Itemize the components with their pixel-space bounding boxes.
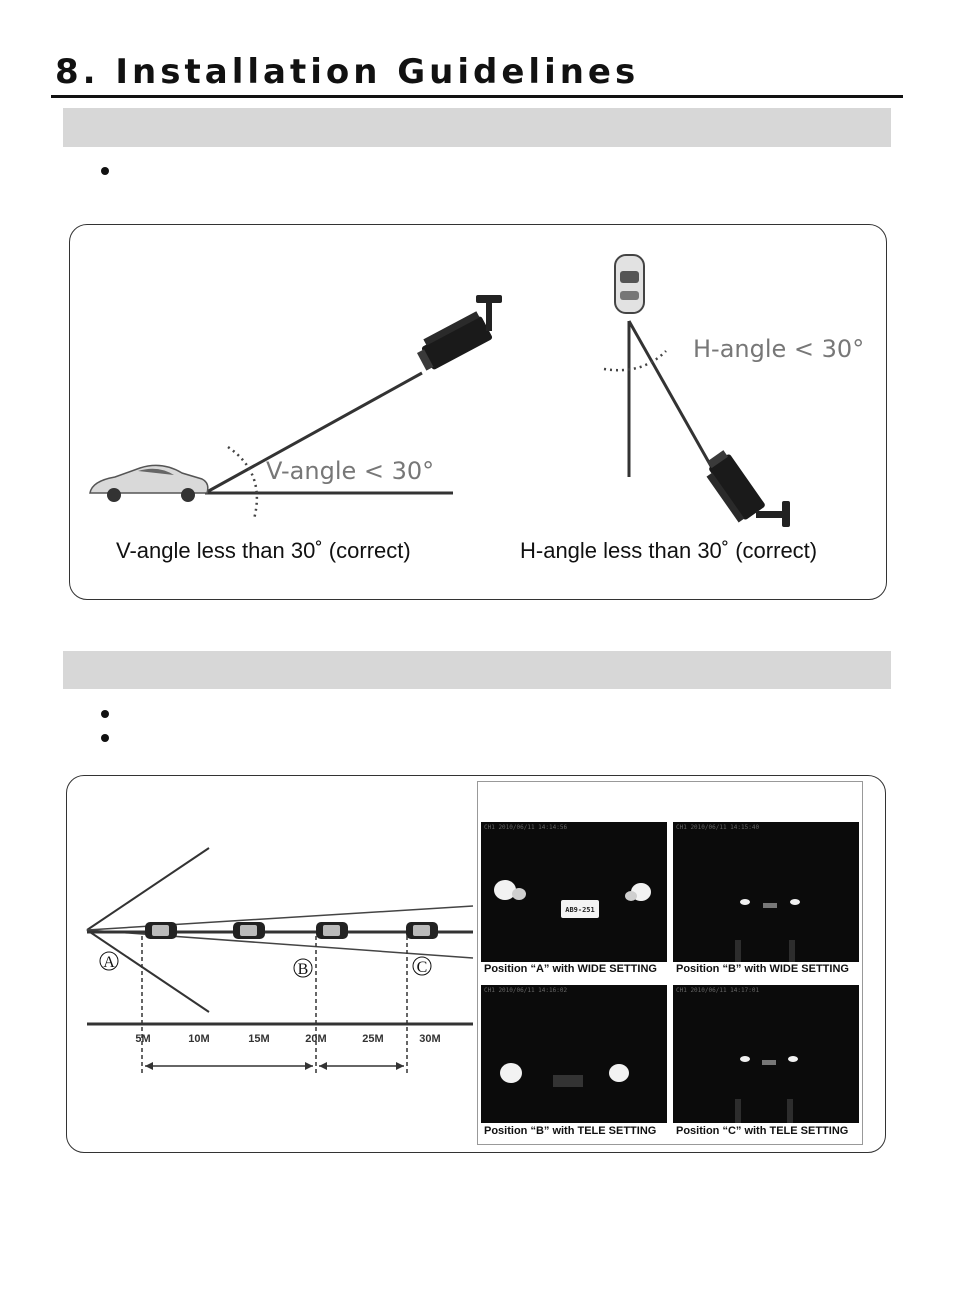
distance-mark: 10M (188, 1033, 209, 1045)
photo-caption: Position “C” with TELE SETTING (676, 1125, 849, 1137)
camera-mount-icon (756, 501, 790, 527)
photo-caption: Position “A” with WIDE SETTING (484, 963, 657, 975)
photo-timestamp: CH1 2010/06/11 14:16:02 (484, 987, 568, 994)
wide-fov-line (86, 847, 210, 931)
camera-icon (416, 311, 493, 371)
angle-diagram: V-angle < 30° H-angle < 30° (89, 254, 864, 527)
h-angle-caption: H-angle less than 30˚ (correct) (520, 538, 818, 563)
distance-mark: 15M (248, 1033, 269, 1045)
section-header-distance (63, 651, 891, 689)
title-rule (51, 95, 903, 98)
v-sight-line (204, 371, 423, 495)
distance-mark: 25M (362, 1033, 383, 1045)
license-plate: AB9-251 (565, 906, 595, 914)
v-angle-arc (227, 445, 259, 520)
range-arrow (319, 1062, 404, 1070)
position-marker-a: A (103, 954, 115, 971)
car-icon (406, 922, 438, 939)
photo-timestamp: CH1 2010/06/11 14:17:01 (676, 987, 760, 994)
distance-diagram-panel: A B C 5M 10M 15M 20M 25M 30M CH1 (66, 775, 886, 1153)
sample-photo-b-tele: CH1 2010/06/11 14:16:02 (481, 985, 667, 1123)
sample-photo-c-tele: CH1 2010/06/11 14:17:01 (673, 985, 859, 1123)
bullet-point (101, 167, 109, 175)
page-title: 8. Installation Guidelines (55, 52, 640, 92)
section-header-angle (63, 108, 891, 147)
angle-diagram-panel: V-angle < 30° H-angle < 30° (69, 224, 887, 600)
car-icon (316, 922, 348, 939)
range-arrow (145, 1062, 313, 1070)
car-icon (145, 922, 177, 939)
wide-fov-line (86, 929, 210, 1013)
v-angle-caption: V-angle less than 30˚ (correct) (116, 538, 411, 563)
bullet-point (101, 710, 109, 718)
sample-photo-grid: CH1 2010/06/11 14:14:56 AB9-251 Position… (477, 781, 863, 1145)
distance-mark: 5M (135, 1033, 150, 1045)
distance-mark: 30M (419, 1033, 440, 1045)
photo-timestamp: CH1 2010/06/11 14:15:40 (676, 824, 760, 831)
car-icon (233, 922, 265, 939)
photo-caption: Position “B” with WIDE SETTING (676, 963, 849, 975)
sample-photo-b-wide: CH1 2010/06/11 14:15:40 (673, 822, 859, 962)
camera-icon (706, 450, 765, 523)
car-top-icon (614, 254, 645, 314)
photo-timestamp: CH1 2010/06/11 14:14:56 (484, 824, 568, 831)
v-angle-label: V-angle < 30° (266, 457, 434, 485)
h-angle-arc (603, 350, 667, 372)
car-side-icon (89, 464, 209, 502)
h-sight-line (627, 320, 718, 476)
photo-caption: Position “B” with TELE SETTING (484, 1125, 657, 1137)
camera-mount-icon (476, 295, 502, 331)
sample-photo-a-wide: CH1 2010/06/11 14:14:56 AB9-251 (481, 822, 667, 962)
distance-mark: 20M (305, 1033, 326, 1045)
position-marker-c: C (417, 959, 428, 976)
h-angle-label: H-angle < 30° (693, 335, 864, 363)
distance-diagram: A B C 5M 10M 15M 20M 25M 30M (86, 847, 474, 1074)
position-marker-b: B (298, 961, 309, 978)
bullet-point (101, 734, 109, 742)
